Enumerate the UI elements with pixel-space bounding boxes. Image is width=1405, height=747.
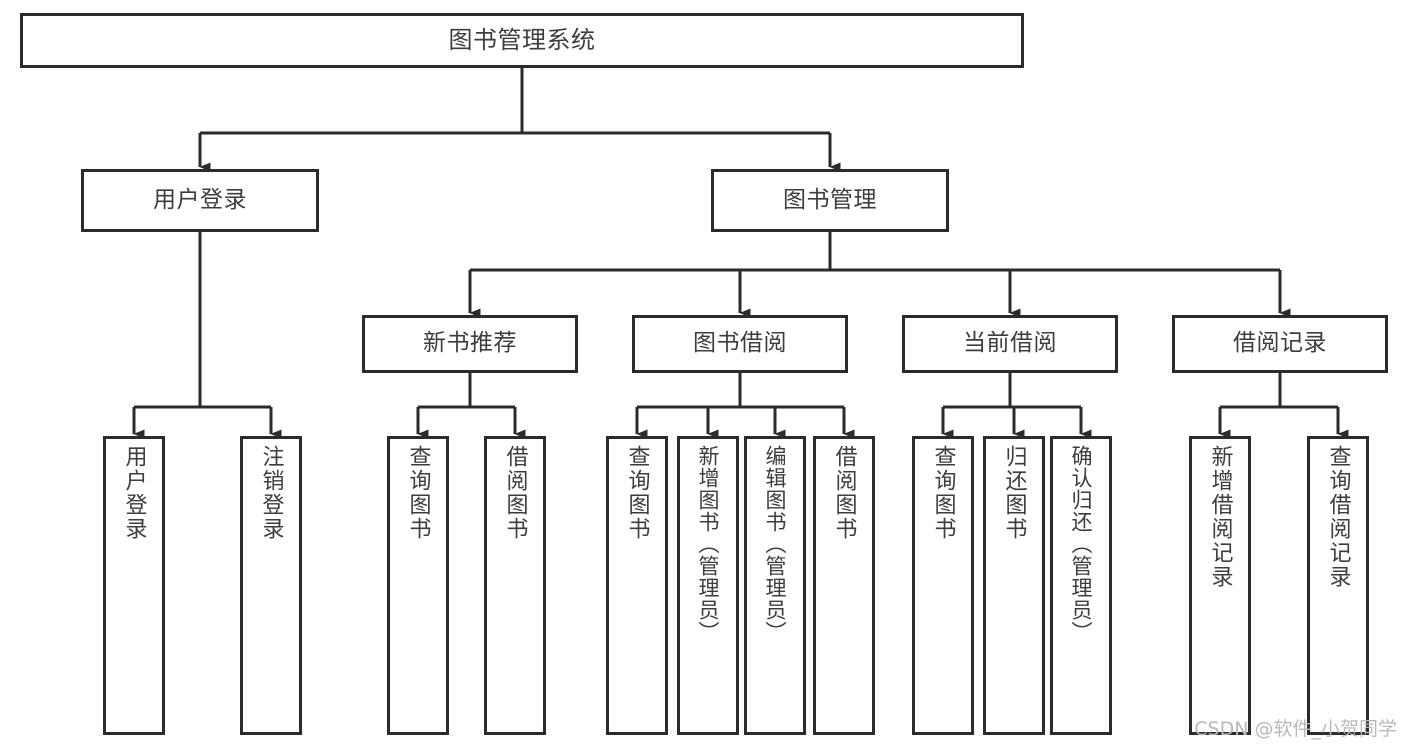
- node-label: 查询借阅记录: [1325, 445, 1351, 589]
- node-borrow-record: 借阅记录: [1172, 315, 1388, 373]
- node-leaf-add-record: 新增借阅记录: [1189, 436, 1251, 735]
- node-label: 查询图书: [624, 445, 650, 541]
- node-leaf-query-book-2: 查询图书: [606, 436, 668, 735]
- node-label: 借阅记录: [1233, 330, 1327, 357]
- node-leaf-query-record: 查询借阅记录: [1307, 436, 1369, 735]
- node-label: 用户登录: [153, 186, 247, 213]
- node-leaf-borrow-book-2: 借阅图书: [813, 436, 875, 735]
- node-leaf-add-book: 新增图书（管理员）: [677, 436, 739, 735]
- node-leaf-query-book-3: 查询图书: [912, 436, 974, 735]
- node-label: 图书管理: [783, 186, 877, 213]
- node-leaf-edit-book: 编辑图书（管理员）: [744, 436, 806, 735]
- node-label: 用户登录: [121, 445, 147, 541]
- node-label: 借阅图书: [502, 445, 528, 541]
- node-label: 确认归还（管理员）: [1069, 445, 1094, 643]
- node-new-book-recommend: 新书推荐: [362, 315, 578, 373]
- node-label: 编辑图书（管理员）: [763, 445, 788, 643]
- node-label: 归还图书: [1001, 445, 1027, 541]
- node-label: 借阅图书: [831, 445, 857, 541]
- node-leaf-user-login: 用户登录: [103, 436, 165, 735]
- node-label: 新增图书（管理员）: [696, 445, 721, 643]
- node-current-borrow: 当前借阅: [902, 315, 1118, 373]
- node-book-borrow: 图书借阅: [632, 315, 848, 373]
- node-leaf-user-logout: 注销登录: [240, 436, 302, 735]
- node-book-manage: 图书管理: [711, 169, 949, 232]
- node-label: 注销登录: [258, 445, 284, 541]
- node-label: 图书借阅: [693, 330, 787, 357]
- node-user-login: 用户登录: [81, 169, 319, 232]
- node-root-system: 图书管理系统: [20, 13, 1024, 68]
- node-label: 图书管理系统: [448, 26, 596, 55]
- node-label: 查询图书: [930, 445, 956, 541]
- node-leaf-query-book-1: 查询图书: [387, 436, 449, 735]
- node-label: 当前借阅: [963, 330, 1057, 357]
- connector-lines: [132, 68, 1349, 439]
- node-leaf-return-book: 归还图书: [983, 436, 1045, 735]
- node-leaf-borrow-book-1: 借阅图书: [484, 436, 546, 735]
- node-label: 新书推荐: [423, 330, 517, 357]
- node-leaf-confirm-return: 确认归还（管理员）: [1050, 436, 1112, 735]
- node-label: 查询图书: [405, 445, 431, 541]
- node-label: 新增借阅记录: [1207, 445, 1233, 589]
